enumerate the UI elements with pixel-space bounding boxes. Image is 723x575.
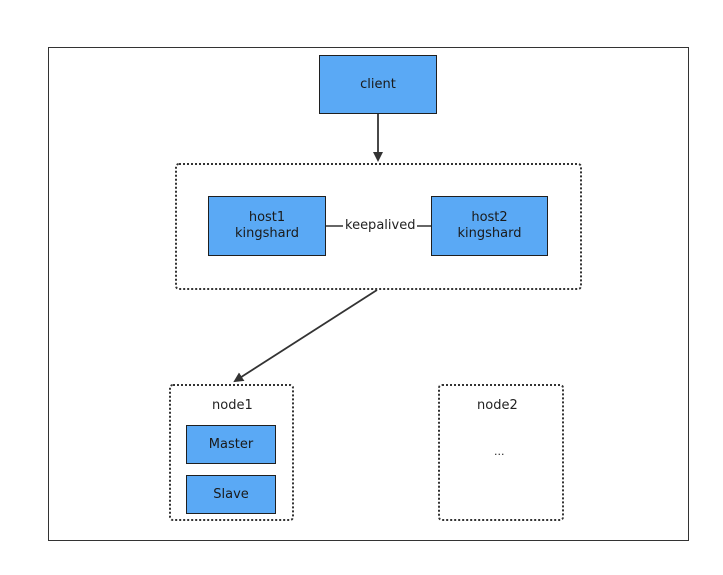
node1-group bbox=[169, 384, 294, 521]
host2-service: kingshard bbox=[457, 226, 522, 241]
host1-service: kingshard bbox=[235, 226, 299, 241]
proxy-group bbox=[175, 163, 582, 290]
master-label: Master bbox=[208, 436, 254, 452]
node1-title: node1 bbox=[212, 398, 253, 413]
diagram-frame bbox=[48, 47, 689, 541]
node2-placeholder: ... bbox=[494, 445, 505, 458]
host2-name: host2 bbox=[471, 210, 508, 225]
node2-title: node2 bbox=[477, 398, 518, 413]
arrow-proxy-to-node1 bbox=[233, 289, 378, 383]
host1-name: host1 bbox=[248, 210, 286, 225]
node2-group bbox=[438, 384, 564, 521]
slave-box: Slave bbox=[186, 475, 276, 514]
host2-box: host2 kingshard bbox=[431, 196, 548, 256]
slave-label: Slave bbox=[213, 486, 249, 502]
client-box: client bbox=[319, 55, 437, 114]
host1-box: host1 kingshard bbox=[208, 196, 326, 256]
master-box: Master bbox=[186, 425, 276, 464]
client-label: client bbox=[360, 76, 396, 92]
keepalived-label: keepalived bbox=[343, 218, 418, 233]
